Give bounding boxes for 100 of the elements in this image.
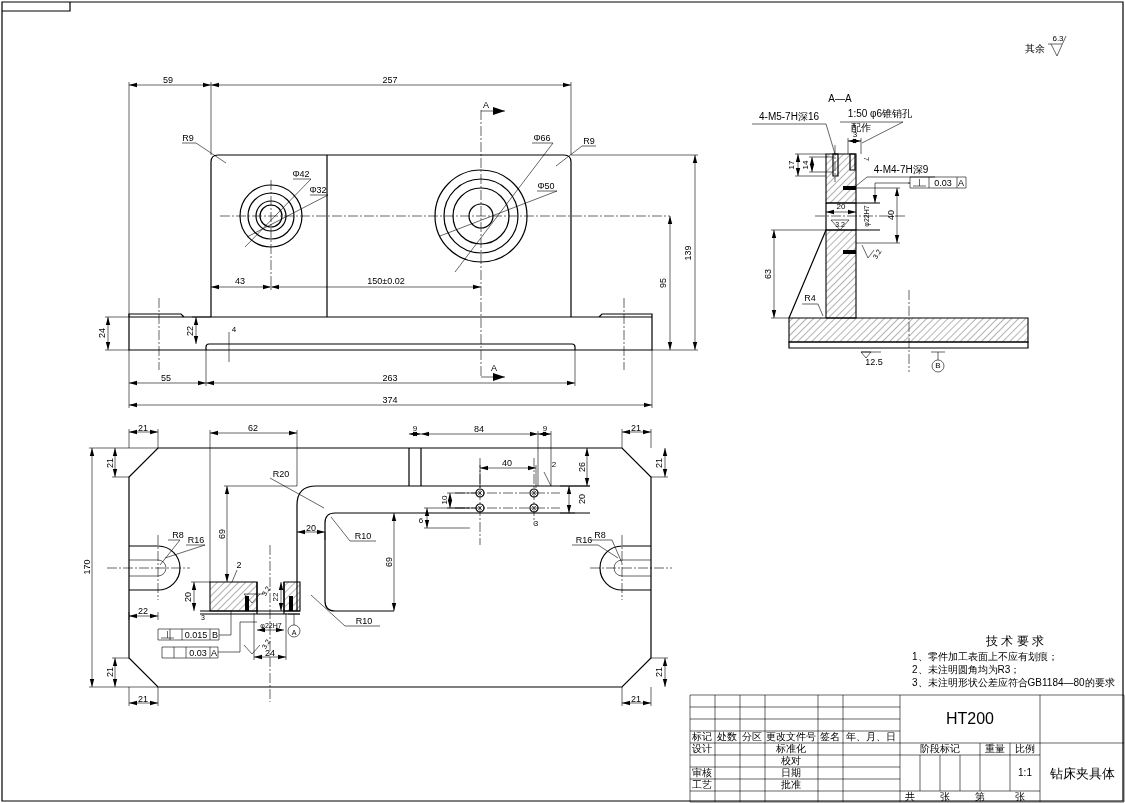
dimension-text: 69 xyxy=(384,557,394,567)
requirement-text: 2、未注明圆角均为R3； xyxy=(912,665,1021,675)
hole-note: 4-M4-7H深9 xyxy=(873,165,929,175)
dimension-text: 24 xyxy=(265,648,275,658)
dimension-text: 374 xyxy=(382,395,398,405)
dimension-text: 20 xyxy=(577,494,587,504)
dimension-text: 21 xyxy=(631,423,641,433)
dimension-text: 21 xyxy=(138,423,148,433)
dimension-text: 55 xyxy=(161,373,171,383)
dimension-text: R8 xyxy=(594,530,606,540)
title-block-text: 批准 xyxy=(781,780,801,790)
title-block-text: 工艺 xyxy=(692,780,712,790)
dimension-text: 257 xyxy=(382,75,398,85)
section-heading: 技 术 要 求 xyxy=(986,635,1044,647)
dimension-text: 22 xyxy=(272,592,280,602)
dimension-text: 22 xyxy=(138,606,148,616)
title-block-text: 第 xyxy=(975,792,985,802)
hole-note: 4-M5-7H深16 xyxy=(759,112,819,122)
title-block-text: 张 xyxy=(940,792,950,802)
dimension-text: 84 xyxy=(474,424,484,434)
dimension-text: 43 xyxy=(235,276,245,286)
dimension-text: 21 xyxy=(138,694,148,704)
view-title: A—A xyxy=(828,94,852,104)
dimension-text: R4 xyxy=(804,293,816,303)
title-block-text: 共 xyxy=(905,792,915,802)
dimension-text: 17 xyxy=(788,160,796,170)
dimension-text: 21 xyxy=(105,458,115,468)
dimension-text: 9 xyxy=(542,425,548,433)
dimension-text: 59 xyxy=(163,75,173,85)
tolerance-value: 0.03 xyxy=(189,648,207,658)
datum-letter: B xyxy=(935,362,941,370)
dimension-text: Φ66 xyxy=(533,133,551,143)
dimension-text: 150±0.02 xyxy=(367,276,405,286)
note-text: 其余 xyxy=(1025,44,1045,54)
title-block-text: 阶段标记 xyxy=(920,744,960,754)
dimension-text: 21 xyxy=(105,667,115,677)
drawing-title: 钻床夹具体 xyxy=(1049,766,1115,780)
dimension-text: 40 xyxy=(886,210,896,220)
dimension-text: R16 xyxy=(575,535,593,545)
title-block-text: 更改文件号 xyxy=(766,732,816,742)
section-label: A xyxy=(491,363,497,373)
dimension-text: 170 xyxy=(82,559,92,575)
requirement-text: 1、零件加工表面上不应有划痕； xyxy=(912,652,1058,662)
dimension-text: 21 xyxy=(654,667,664,677)
dimension-text: 40 xyxy=(502,458,512,468)
title-block-text: 比例 xyxy=(1015,744,1035,754)
title-block-text: 审核 xyxy=(692,768,712,778)
requirement-text: 3、未注明形状公差应符合GB1184—80的要求 xyxy=(912,678,1115,688)
tolerance-value: 0.015 xyxy=(184,630,208,640)
title-block-text: 日期 xyxy=(781,768,801,778)
title-block-text: 签名 xyxy=(820,732,840,742)
dimension-text: 26 xyxy=(577,462,587,472)
dimension-text: 20 xyxy=(183,592,193,602)
title-block-text: 1:1 xyxy=(1018,768,1032,778)
dimension-text: 2 xyxy=(236,560,242,570)
dimension-text: 10 xyxy=(441,495,449,505)
title-block-text: 重量 xyxy=(985,744,1005,754)
dimension-text: 62 xyxy=(248,423,258,433)
dimension-text: 20 xyxy=(836,203,846,211)
title-block-text: 标准化 xyxy=(776,744,806,754)
tolerance-value: 0.03 xyxy=(934,178,952,188)
dimension-text: 21 xyxy=(631,694,641,704)
dimension-text: 6 xyxy=(418,517,424,525)
dimension-text: R20 xyxy=(272,469,290,479)
datum-letter: A xyxy=(211,648,217,658)
dimension-text: 14 xyxy=(802,160,810,170)
dimension-text: R10 xyxy=(355,616,373,626)
title-block-text: 校对 xyxy=(781,756,801,766)
material-text: HT200 xyxy=(946,711,994,727)
title-block-text: 分区 xyxy=(742,732,762,742)
title-block-text: 设计 xyxy=(692,744,712,754)
hole-note: 配作 xyxy=(851,123,871,133)
dimension-text: 63 xyxy=(763,269,773,279)
dimension-text: 3 xyxy=(852,131,858,139)
dimension-text: 2 xyxy=(551,461,557,469)
dimension-text: 22 xyxy=(185,326,195,336)
dimension-text: 20 xyxy=(306,523,316,533)
dimension-text: Φ32 xyxy=(309,185,327,195)
dimension-text: Φ50 xyxy=(537,181,555,191)
hole-note: 1:50 φ6锥销孔 xyxy=(847,109,913,119)
dimension-text: 9 xyxy=(412,425,418,433)
datum-letter: B xyxy=(212,630,218,640)
dimension-text: 95 xyxy=(658,278,668,288)
title-block-text: 年、月、日 xyxy=(846,732,896,742)
roughness-value: 6.3 xyxy=(1052,35,1064,43)
dimension-text: 24 xyxy=(97,328,107,338)
dimension-text: 4 xyxy=(231,326,237,334)
datum-letter: A xyxy=(958,178,964,188)
dimension-text: 263 xyxy=(382,373,398,383)
section-label: A xyxy=(483,100,489,110)
dimension-text: R9 xyxy=(583,136,595,146)
title-block-text: 标记 xyxy=(692,732,712,742)
roughness-value: 12.5 xyxy=(865,357,883,367)
dimension-text: R16 xyxy=(187,535,205,545)
dimension-text: R10 xyxy=(354,531,372,541)
dimension-text: 3 xyxy=(533,520,539,528)
dimension-text: R8 xyxy=(172,530,184,540)
dimension-text: Φ42 xyxy=(292,169,310,179)
dimension-text: 21 xyxy=(654,458,664,468)
dimension-text: 69 xyxy=(217,529,227,539)
